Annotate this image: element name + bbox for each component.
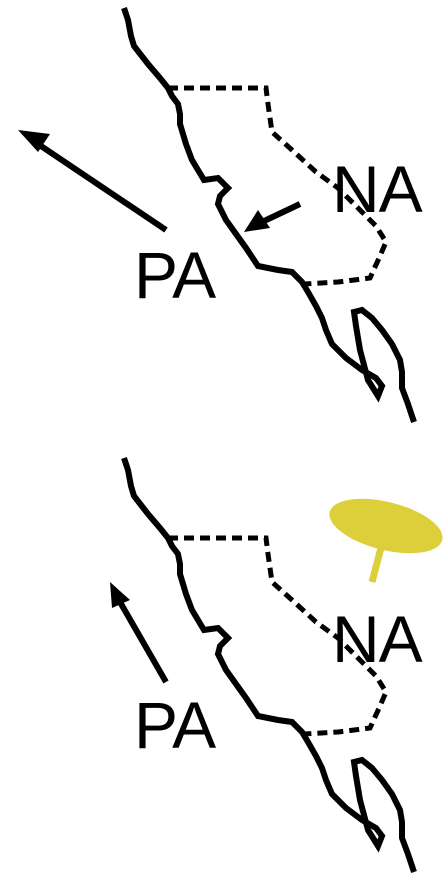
- mantle-plume: [329, 498, 443, 583]
- pacific-label: PA: [134, 238, 216, 312]
- north-america-label: NA: [332, 602, 423, 676]
- north-america-plate-arrow: [244, 201, 302, 232]
- pacific-label: PA: [134, 688, 216, 762]
- pacific-plate-arrow: [110, 582, 169, 684]
- pacific-plate-arrow: [18, 130, 168, 233]
- panel-top: NA PA: [18, 8, 424, 422]
- north-america-label: NA: [332, 152, 423, 226]
- panel-bottom: NA PA: [110, 458, 443, 872]
